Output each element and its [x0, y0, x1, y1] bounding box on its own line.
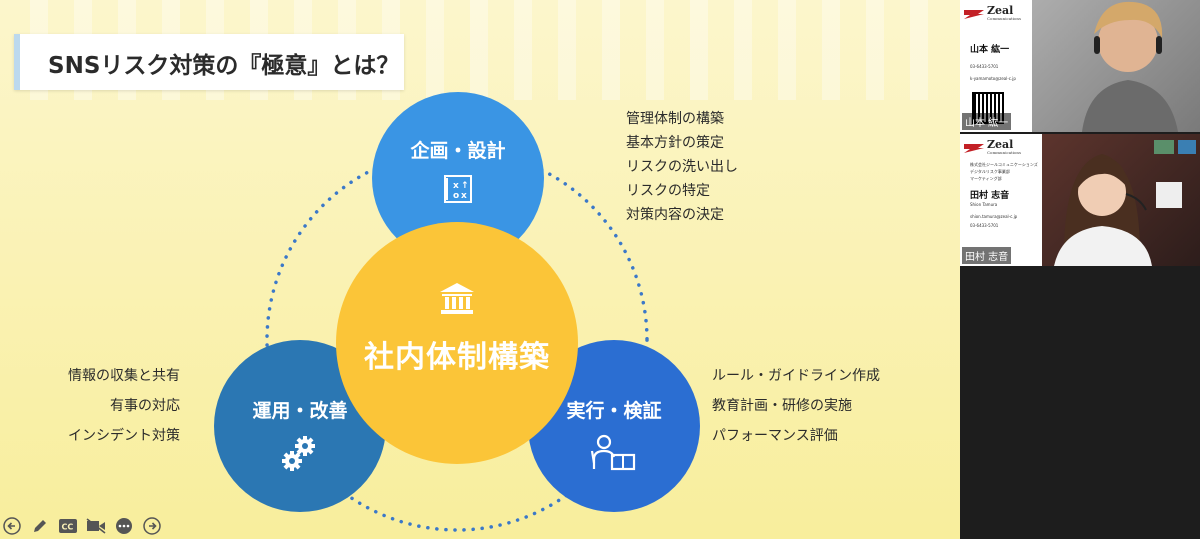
- presenter-icon: [590, 433, 638, 475]
- list-item: 情報の収集と共有: [68, 361, 180, 391]
- bank-icon: [439, 282, 475, 320]
- operation-improvement-list: 情報の収集と共有 有事の対応 インシデント対策: [68, 361, 180, 451]
- participant-avatar: [1042, 134, 1200, 266]
- list-item: 教育計画・研修の実施: [712, 391, 880, 421]
- strategy-board-icon: x ↑ o x: [442, 173, 474, 209]
- plan-design-label: 企画・設計: [410, 136, 505, 163]
- list-item: パフォーマンス評価: [712, 421, 880, 451]
- card-name-en: Shion Tamura: [970, 202, 997, 207]
- gears-icon: [280, 433, 320, 477]
- execution-verification-list: ルール・ガイドライン作成 教育計画・研修の実施 パフォーマンス評価: [712, 361, 880, 451]
- list-item: リスクの洗い出し: [626, 155, 738, 179]
- list-item: 対策内容の決定: [626, 203, 738, 227]
- presentation-slide: SNSリスク対策の『極意』とは？ 企画・設計 x ↑ o x 運用・改善: [0, 0, 960, 539]
- list-item: 管理体制の構築: [626, 107, 738, 131]
- captions-label: CC: [62, 523, 74, 532]
- back-arrow-icon[interactable]: [2, 516, 22, 536]
- captions-icon[interactable]: CC: [58, 516, 78, 536]
- video-participants-panel: Zeal Communications 山本 紘一 03-6433-5701 k…: [960, 0, 1200, 539]
- card-phone: 03-6433-5701: [970, 64, 998, 69]
- card-phone: 03-6433-5701: [970, 223, 998, 228]
- svg-text:x: x: [453, 181, 459, 191]
- participant-name-tag: 田村 志音: [962, 247, 1011, 264]
- plan-design-list: 管理体制の構築 基本方針の策定 リスクの洗い出し リスクの特定 対策内容の決定: [626, 107, 738, 227]
- forward-arrow-icon[interactable]: [142, 516, 162, 536]
- card-company: 株式会社ジールコミュニケーションズ: [970, 162, 1038, 168]
- video-off-icon[interactable]: [86, 516, 106, 536]
- card-name: 田村 志音: [970, 188, 1009, 201]
- card-email: k-yamamoto@zeal-c.jp: [970, 76, 1016, 81]
- list-item: 基本方針の策定: [626, 131, 738, 155]
- svg-text:x: x: [461, 191, 467, 201]
- operation-improvement-label: 運用・改善: [252, 396, 347, 423]
- svg-text:↑: ↑: [461, 181, 469, 191]
- list-item: 有事の対応: [68, 391, 180, 421]
- participant-name-tag: 山本 紘一: [962, 113, 1011, 130]
- list-item: ルール・ガイドライン作成: [712, 361, 880, 391]
- internal-structure-circle: 社内体制構築: [336, 222, 578, 464]
- card-team: マーケティング部: [970, 176, 1002, 182]
- card-department: デジタルリスク事業部: [970, 169, 1010, 175]
- participant-video-tamura[interactable]: Zeal Communications 株式会社ジールコミュニケーションズ デジ…: [960, 134, 1200, 266]
- list-item: リスクの特定: [626, 179, 738, 203]
- svg-text:o: o: [453, 191, 459, 201]
- zeal-logo: Zeal Communications: [964, 6, 1021, 21]
- participant-avatar: [1032, 0, 1200, 132]
- participant-video-yamamoto[interactable]: Zeal Communications 山本 紘一 03-6433-5701 k…: [960, 0, 1200, 132]
- execution-verification-label: 実行・検証: [566, 396, 661, 423]
- internal-structure-label: 社内体制構築: [364, 332, 550, 376]
- slide-toolbar: CC: [2, 515, 162, 537]
- pen-icon[interactable]: [30, 516, 50, 536]
- zeal-logo: Zeal Communications: [964, 140, 1021, 155]
- card-email: shion.tamura@zeal-c.jp: [970, 214, 1017, 219]
- more-icon[interactable]: [114, 516, 134, 536]
- card-name: 山本 紘一: [970, 42, 1009, 55]
- list-item: インシデント対策: [68, 421, 180, 451]
